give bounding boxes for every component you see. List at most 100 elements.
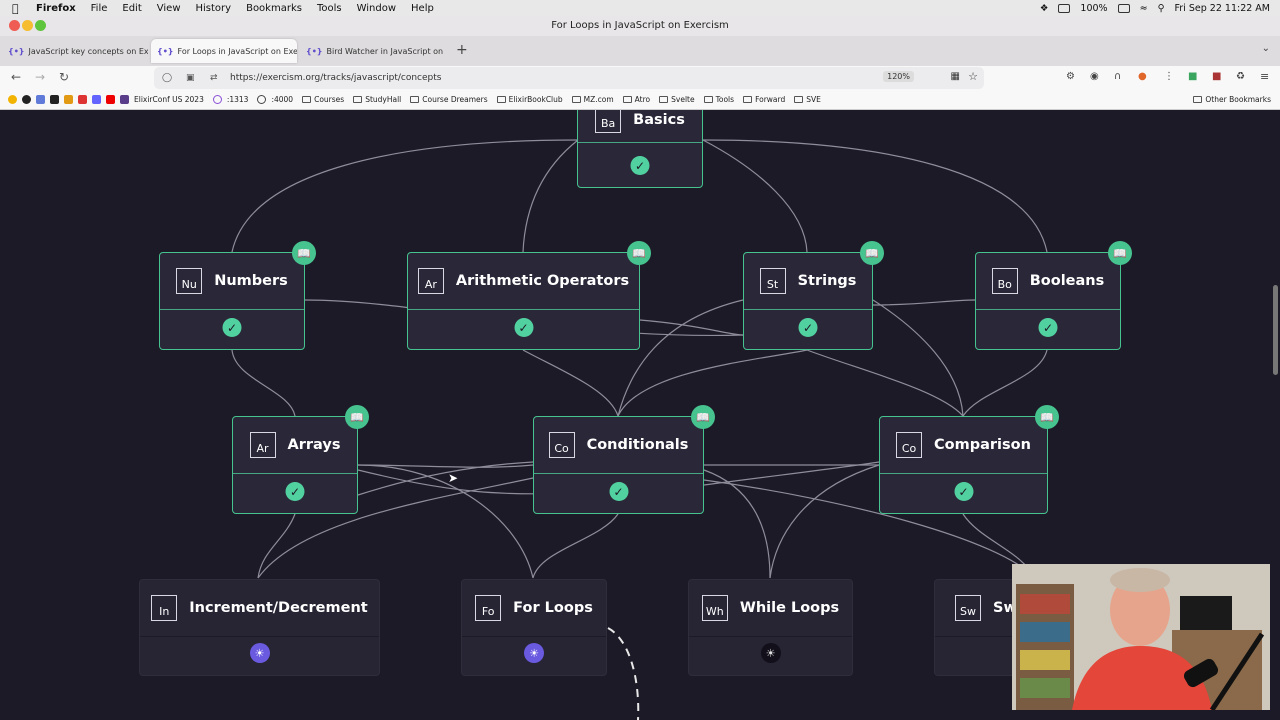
book-icon[interactable]: 📖 xyxy=(1108,241,1132,265)
menu-history[interactable]: History xyxy=(195,2,232,14)
reload-button[interactable]: ↻ xyxy=(58,70,70,84)
menu-edit[interactable]: Edit xyxy=(122,2,142,14)
bookmark-folder-forward[interactable]: Forward xyxy=(743,95,785,104)
other-bookmarks[interactable]: Other Bookmarks xyxy=(1193,95,1271,104)
book-icon[interactable]: 📖 xyxy=(292,241,316,265)
bookmark-folder-mz[interactable]: MZ.com xyxy=(571,95,614,104)
concept-card-for-loops[interactable]: Fo For Loops ☀ xyxy=(461,579,607,676)
concept-card-comparison[interactable]: Co Comparison ✓ 📖 xyxy=(879,405,1059,514)
youtube-icon[interactable] xyxy=(106,95,115,104)
concept-title: Arrays xyxy=(287,437,341,453)
edge-line xyxy=(703,469,771,579)
extension-icon[interactable]: ∩ xyxy=(1114,71,1122,82)
concept-card-numbers[interactable]: Nu Numbers ✓ 📖 xyxy=(159,241,316,350)
concept-abbr: In xyxy=(151,595,178,621)
concept-card-basics[interactable]: Ba Basics ✓ xyxy=(577,110,703,188)
address-bar[interactable]: ◯ ▣ ⇄ https://exercism.org/tracks/javasc… xyxy=(154,67,984,89)
tab-key-concepts[interactable]: {•} JavaScript key concepts on Exerc × xyxy=(2,39,148,63)
mastodon-icon[interactable] xyxy=(92,95,101,104)
book-icon[interactable]: 📖 xyxy=(345,405,369,429)
bookmark-star-icon[interactable]: ☆ xyxy=(968,70,978,83)
menu-bookmarks[interactable]: Bookmarks xyxy=(246,2,302,14)
zoom-window-button[interactable] xyxy=(35,20,46,31)
window-titlebar: For Loops in JavaScript on Exercism xyxy=(0,16,1280,36)
menu-app[interactable]: Firefox xyxy=(36,2,76,14)
concept-title: For Loops xyxy=(513,600,593,616)
wifi-icon[interactable]: ≈ xyxy=(1139,2,1148,14)
bookmark-favicon-icon[interactable] xyxy=(36,95,45,104)
concept-card-arithmetic-operators[interactable]: Ar Arithmetic Operators ✓ 📖 xyxy=(407,241,651,350)
zoom-level[interactable]: 120% xyxy=(883,71,914,82)
concept-card-increment-decrement[interactable]: In Increment/Decrement ☀ xyxy=(139,579,380,676)
battery-icon[interactable] xyxy=(1117,3,1130,13)
bookmark-favicon-icon[interactable] xyxy=(50,95,59,104)
bookmark-1313[interactable]: :1313 xyxy=(212,95,248,104)
tab-for-loops[interactable]: {•} For Loops in JavaScript on Exerc × xyxy=(151,39,297,63)
bookmark-folder-svelte[interactable]: Svelte xyxy=(659,95,695,104)
new-tab-button[interactable]: + xyxy=(456,42,468,58)
grid-icon[interactable]: ▦ xyxy=(950,71,960,82)
screen-icon[interactable] xyxy=(1058,3,1071,13)
menu-view[interactable]: View xyxy=(156,2,181,14)
bookmark-folder-atro[interactable]: Atro xyxy=(622,95,650,104)
extension-icon[interactable]: ⚙ xyxy=(1066,71,1075,82)
bookmark-favicon-icon[interactable] xyxy=(8,95,17,104)
folder-icon xyxy=(410,96,420,103)
menu-tools[interactable]: Tools xyxy=(316,2,342,14)
concept-card-while-loops[interactable]: Wh While Loops ☀ xyxy=(688,579,853,676)
concept-title: Booleans xyxy=(1029,273,1105,289)
minimize-window-button[interactable] xyxy=(22,20,33,31)
bookmark-elixirconf[interactable]: ElixirConf US 2023 xyxy=(120,95,204,104)
menu-help[interactable]: Help xyxy=(411,2,434,14)
book-icon[interactable]: 📖 xyxy=(1035,405,1059,429)
concept-card-conditionals[interactable]: Co Conditionals ✓ 📖 xyxy=(533,405,715,514)
forward-button[interactable]: → xyxy=(34,70,46,84)
bookmark-favicon-icon[interactable] xyxy=(78,95,87,104)
extension-icon[interactable]: ◉ xyxy=(1090,71,1099,82)
tab-bird-watcher[interactable]: {•} Bird Watcher in JavaScript on E × xyxy=(300,39,446,63)
bookmark-folder-course-dreamers[interactable]: Course Dreamers xyxy=(410,95,488,104)
url-text[interactable]: https://exercism.org/tracks/javascript/c… xyxy=(230,73,442,83)
bookmark-favicon-icon[interactable] xyxy=(64,95,73,104)
book-icon[interactable]: 📖 xyxy=(691,405,715,429)
extensions-puzzle-icon[interactable]: ♻ xyxy=(1236,71,1245,82)
apple-icon[interactable]:  xyxy=(12,2,24,15)
page-scrollbar[interactable] xyxy=(1273,285,1278,375)
close-window-button[interactable] xyxy=(9,20,20,31)
concept-abbr: Ba xyxy=(595,110,622,133)
exercism-favicon-icon: {•} xyxy=(157,46,174,56)
menu-file[interactable]: File xyxy=(90,2,108,14)
lock-icon[interactable]: ▣ xyxy=(186,73,195,83)
dropbox-icon[interactable]: ❖ xyxy=(1039,2,1049,14)
extension-icon[interactable]: ■ xyxy=(1212,71,1222,82)
concept-header: Sw Sw xyxy=(935,580,1073,637)
search-icon[interactable]: ⚲ xyxy=(1157,2,1165,14)
bookmark-folder-courses[interactable]: Courses xyxy=(302,95,344,104)
concept-abbr: Wh xyxy=(701,595,728,621)
elixir-icon xyxy=(120,95,129,104)
bookmark-folder-studyhall[interactable]: StudyHall xyxy=(353,95,401,104)
concept-card-booleans[interactable]: Bo Booleans ✓ 📖 xyxy=(975,241,1132,350)
back-button[interactable]: ← xyxy=(10,70,22,84)
github-icon[interactable] xyxy=(22,95,31,104)
extension-icon[interactable]: ⋮ xyxy=(1164,71,1174,82)
concept-abbr: St xyxy=(759,268,786,294)
menu-icon[interactable]: ≡ xyxy=(1260,70,1270,83)
concept-card-arrays[interactable]: Ar Arrays ✓ 📖 xyxy=(232,405,369,514)
bookmark-folder-elixirbookclub[interactable]: ElixirBookClub xyxy=(496,95,563,104)
clock[interactable]: Fri Sep 22 11:22 AM xyxy=(1174,2,1270,14)
book-icon[interactable]: 📖 xyxy=(627,241,651,265)
extension-icon[interactable]: ● xyxy=(1138,71,1147,82)
bookmark-folder-sve[interactable]: SVE xyxy=(794,95,821,104)
concept-card-strings[interactable]: St Strings ✓ 📖 xyxy=(743,241,884,350)
presenter-shirt xyxy=(1072,646,1212,710)
edge-line xyxy=(257,513,296,579)
bookmark-4000[interactable]: :4000 xyxy=(257,95,293,104)
tab-list-chevron-icon[interactable]: ⌄ xyxy=(1261,43,1270,54)
shield-icon[interactable]: ◯ xyxy=(162,73,173,83)
menu-window[interactable]: Window xyxy=(356,2,397,14)
permissions-icon[interactable]: ⇄ xyxy=(210,73,218,83)
book-icon[interactable]: 📖 xyxy=(860,241,884,265)
bookmark-folder-tools[interactable]: Tools xyxy=(703,95,734,104)
extension-icon[interactable]: ■ xyxy=(1188,71,1198,82)
